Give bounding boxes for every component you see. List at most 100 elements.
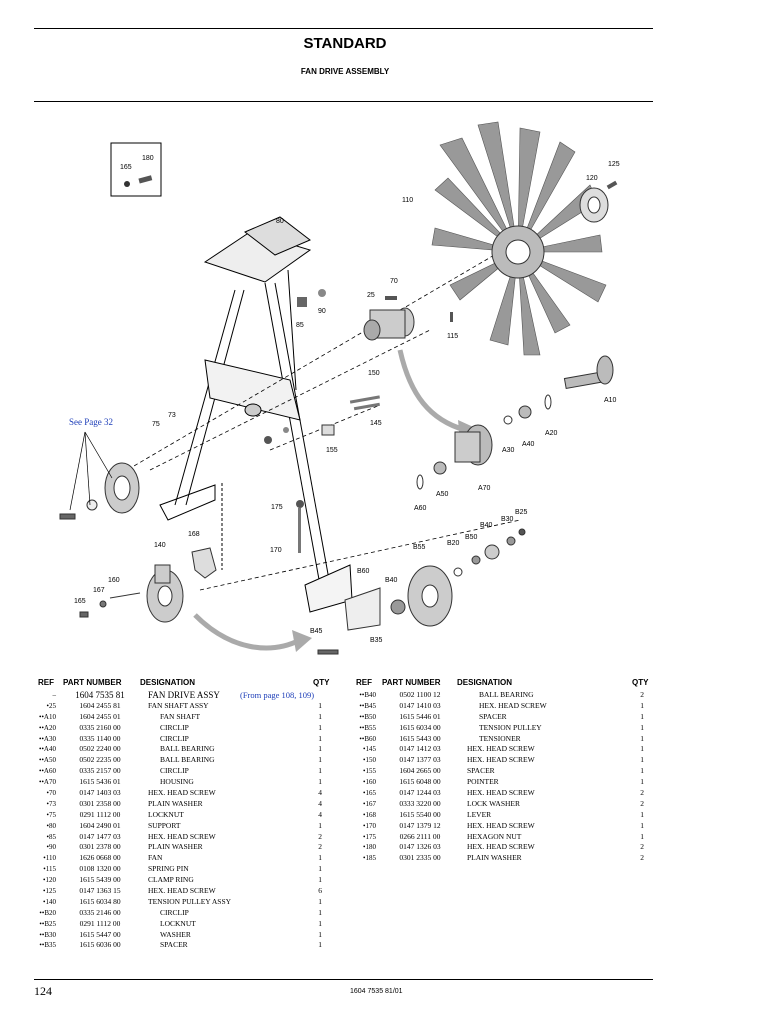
designation-cell: FAN DRIVE ASSY xyxy=(148,690,220,700)
ref-cell: ••A60 xyxy=(39,767,56,776)
qty-cell: 1 xyxy=(318,766,322,776)
callout: B40 xyxy=(385,577,398,584)
part-number-cell: 1615 6036 00 xyxy=(79,940,121,950)
callout: 180 xyxy=(142,155,154,162)
ref-cell: •80 xyxy=(46,821,56,830)
callout: B50 xyxy=(465,534,478,541)
designation-cell: WASHER xyxy=(160,929,191,939)
ref-cell: •125 xyxy=(43,887,56,896)
ref-cell: •180 xyxy=(363,843,376,852)
part-number-cell: 0147 1363 15 xyxy=(79,886,121,896)
callout: 115 xyxy=(447,333,458,340)
callout: A40 xyxy=(522,441,535,448)
part-number-cell: 1604 2490 01 xyxy=(79,820,121,830)
ref-cell: •185 xyxy=(363,854,376,863)
qty-cell: 1 xyxy=(640,711,644,721)
ref-cell: ••B20 xyxy=(39,908,56,917)
table-row: •125 0147 1363 15 HEX. HEAD SCREW 6 xyxy=(30,886,340,897)
qty-cell: 1 xyxy=(640,820,644,830)
table-header: REF PART NUMBER DESIGNATION QTY xyxy=(352,676,652,690)
part-number-cell: 0147 1377 03 xyxy=(399,755,441,765)
qty-cell: 1 xyxy=(640,777,644,787)
callout: 125 xyxy=(608,161,620,168)
ref-cell: •75 xyxy=(46,810,56,819)
callout: B45 xyxy=(310,628,323,635)
ref-cell: ••B40 xyxy=(359,691,376,699)
see-page-link[interactable]: See Page 32 xyxy=(69,417,113,427)
part-number-cell: 0502 2240 00 xyxy=(79,744,121,754)
designation-cell: LOCK WASHER xyxy=(467,798,520,808)
fan-shaft-parts xyxy=(416,355,614,490)
ref-cell: •170 xyxy=(363,821,376,830)
footer-rule xyxy=(34,979,653,980)
part-number-cell: 1615 6034 80 xyxy=(79,896,121,906)
ref-cell: •160 xyxy=(363,778,376,787)
qty-cell: 1 xyxy=(318,875,322,885)
part-number-cell: 0147 1403 03 xyxy=(79,788,121,798)
qty-cell: 1 xyxy=(640,700,644,710)
designation-cell: POINTER xyxy=(467,777,499,787)
ref-cell: ••A10 xyxy=(39,712,56,721)
designation-cell: HEX. HEAD SCREW xyxy=(148,788,216,798)
callout: 167 xyxy=(93,587,105,594)
part-number-cell: 1604 7535 81 xyxy=(75,690,125,700)
document-code: 1604 7535 81/01 xyxy=(350,988,403,995)
screw-145-shape xyxy=(353,402,380,411)
curved-arrow-pulley xyxy=(193,613,302,651)
qty-cell: 1 xyxy=(318,929,322,939)
designation-cell: CLAMP RING xyxy=(148,875,194,885)
callout: A50 xyxy=(436,491,449,498)
designation-cell: LOCKNUT xyxy=(160,918,196,928)
ref-cell: •140 xyxy=(43,897,56,906)
ref-cell: ••B30 xyxy=(39,930,56,939)
part-number-cell: 1604 2455 01 xyxy=(79,711,121,721)
qty-cell: 1 xyxy=(318,722,322,732)
part-number-cell: 0301 2335 00 xyxy=(399,853,441,863)
screw-150-shape xyxy=(349,395,380,404)
qty-cell: 6 xyxy=(318,886,322,896)
callout: B40 xyxy=(480,522,493,529)
col-qty: QTY xyxy=(632,678,649,687)
callout: 110 xyxy=(402,197,413,204)
callout: A30 xyxy=(502,447,515,454)
ref-cell: ••A30 xyxy=(39,734,56,743)
designation-cell: HEX. HEAD SCREW xyxy=(467,755,535,765)
designation-cell: TENSION PULLEY ASSY xyxy=(148,896,232,906)
callout: 73 xyxy=(168,412,176,419)
designation-cell: HEX. HEAD SCREW xyxy=(148,886,216,896)
ref-cell: •167 xyxy=(363,799,376,808)
qty-cell: 2 xyxy=(640,788,644,798)
part-number-cell: 0147 1410 03 xyxy=(399,700,441,710)
part-number-cell: 0108 1320 00 xyxy=(79,864,121,874)
ref-cell: ••B55 xyxy=(359,723,376,732)
callout: 170 xyxy=(270,547,282,554)
curved-arrow-head-2 xyxy=(292,630,312,652)
designation-cell: HEX. HEAD SCREW xyxy=(467,842,535,852)
see-page-leaders xyxy=(69,431,113,511)
col-part-number: PART NUMBER xyxy=(63,678,122,687)
ref-cell: •90 xyxy=(46,843,56,852)
page-reference-note[interactable]: (From page 108, 109) xyxy=(240,690,315,700)
ref-cell: •110 xyxy=(43,854,56,863)
qty-cell: 1 xyxy=(318,711,322,721)
designation-cell: BALL BEARING xyxy=(160,755,215,765)
screw-180-shape xyxy=(138,175,153,184)
qty-cell: 1 xyxy=(318,777,322,787)
ref-cell: •145 xyxy=(363,745,376,754)
callout: 85 xyxy=(296,322,304,329)
part-number-cell: 1615 5540 00 xyxy=(399,809,441,819)
designation-cell: SPACER xyxy=(467,766,495,776)
